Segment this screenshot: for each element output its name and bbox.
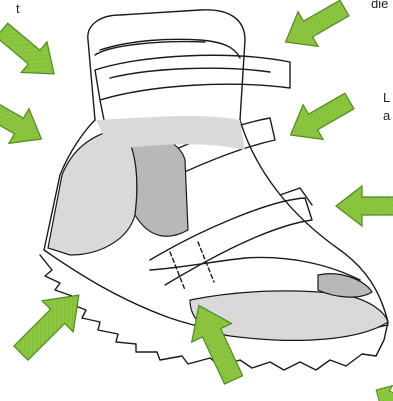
arrow-icon bbox=[276, 0, 355, 59]
arrow-icon bbox=[0, 88, 51, 157]
arrow-icon bbox=[336, 186, 393, 226]
arrow-icon bbox=[0, 15, 67, 89]
arrow-icon bbox=[5, 280, 94, 369]
arrow-icon bbox=[281, 84, 360, 153]
arrow-icon bbox=[370, 380, 393, 401]
